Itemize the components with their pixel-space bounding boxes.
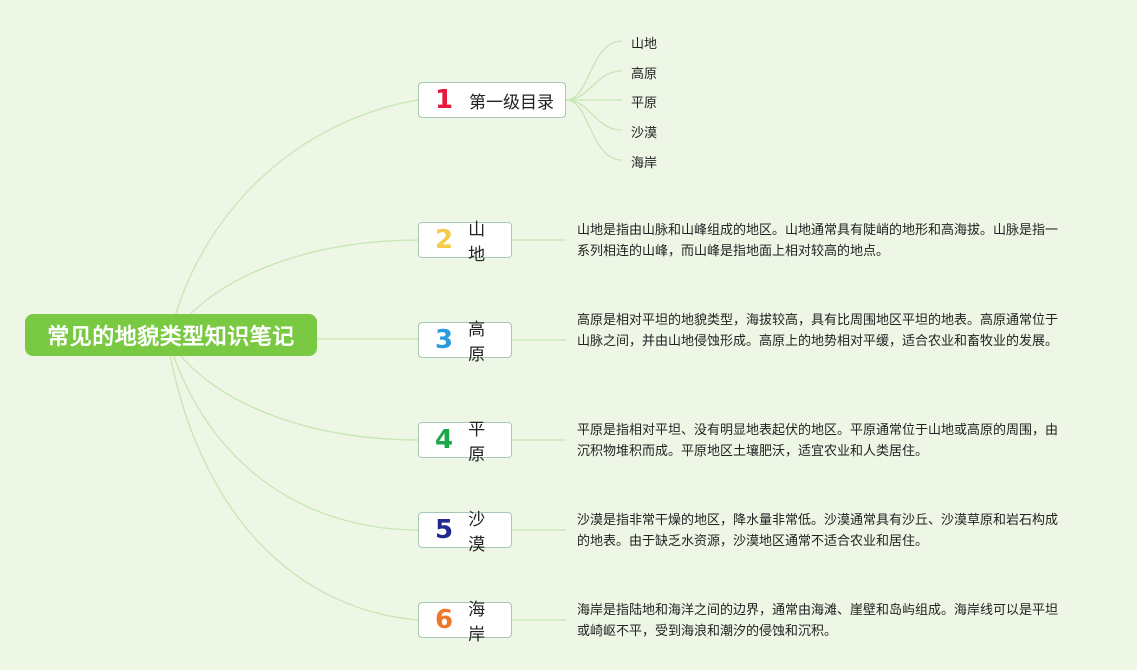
link-root-branch-6 xyxy=(167,344,419,621)
link-toc-4 xyxy=(565,99,623,131)
link-root-branch-1 xyxy=(169,99,419,336)
link-toc-5 xyxy=(565,99,623,161)
description-desert[interactable]: 沙漠是指非常干燥的地区，降水量非常低。沙漠通常具有沙丘、沙漠草原和岩石构成的地表… xyxy=(577,513,1059,549)
branch-2-label: 山地 xyxy=(468,220,486,265)
link-root-branch-5 xyxy=(169,344,419,531)
toc-item-1[interactable]: 山地 xyxy=(631,37,658,52)
link-toc-1 xyxy=(565,40,623,101)
branch-1-label: 第一级目录 xyxy=(469,92,554,113)
description-plain[interactable]: 平原是指相对平坦、没有明显地表起伏的地区。平原通常位于山地或高原的周围，由沉积物… xyxy=(577,423,1059,459)
branch-6-number: 6 xyxy=(435,605,454,635)
branch-3-label: 高原 xyxy=(468,320,486,365)
branch-2-number: 2 xyxy=(435,225,454,255)
root-title: 常见的地貌类型知识笔记 xyxy=(47,325,295,350)
link-toc-2 xyxy=(565,70,623,101)
branch-1-node[interactable]: 1 第一级目录 xyxy=(418,82,566,118)
branch-1-number: 1 xyxy=(435,85,454,115)
link-root-branch-2 xyxy=(171,239,419,336)
toc-item-2[interactable]: 高原 xyxy=(631,67,658,82)
toc-item-3[interactable]: 平原 xyxy=(631,96,658,111)
toc-item-5[interactable]: 海岸 xyxy=(631,156,658,171)
branch-5-node[interactable]: 5 沙漠 xyxy=(418,510,512,555)
branch-6-label: 海岸 xyxy=(468,600,486,645)
branch-2-node[interactable]: 2 山地 xyxy=(418,220,512,265)
description-plateau[interactable]: 高原是相对平坦的地貌类型，海拔较高，具有比周围地区平坦的地表。高原通常位于山脉之… xyxy=(577,313,1059,349)
branch-3-node[interactable]: 3 高原 xyxy=(418,320,512,365)
description-coast[interactable]: 海岸是指陆地和海洋之间的边界，通常由海滩、崖壁和岛屿组成。海岸线可以是平坦或崎岖… xyxy=(577,603,1059,639)
root-topic[interactable]: 常见的地貌类型知识笔记 xyxy=(25,314,317,356)
branch-4-label: 平原 xyxy=(468,420,486,465)
branch-5-number: 5 xyxy=(435,515,454,545)
branch-5-label: 沙漠 xyxy=(468,510,486,555)
branch-6-node[interactable]: 6 海岸 xyxy=(418,600,512,645)
description-mountain[interactable]: 山地是指由山脉和山峰组成的地区。山地通常具有陡峭的地形和高海拔。山脉是指一系列相… xyxy=(577,223,1059,259)
branch-3-number: 3 xyxy=(435,325,454,355)
branch-4-number: 4 xyxy=(435,425,454,455)
link-root-branch-4 xyxy=(171,344,419,441)
toc-item-4[interactable]: 沙漠 xyxy=(631,126,658,141)
branch-4-node[interactable]: 4 平原 xyxy=(418,420,512,465)
